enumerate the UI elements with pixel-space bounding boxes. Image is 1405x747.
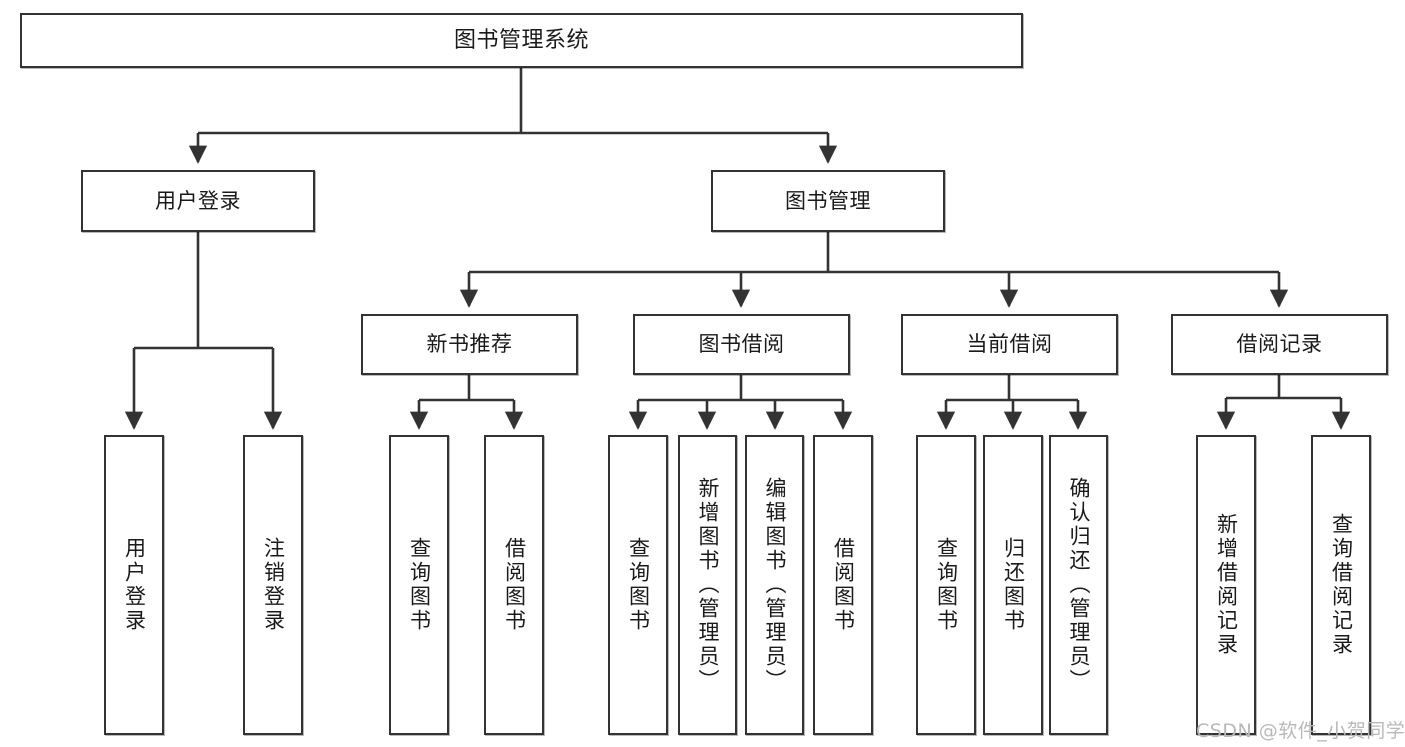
node-current-borrow[interactable]: 当前借阅: [901, 314, 1118, 375]
node-leaf-user-login[interactable]: 用户登录: [104, 435, 164, 735]
node-new-book-recommend[interactable]: 新书推荐: [361, 314, 578, 375]
node-leaf-query-book-1-label: 查询图书: [407, 537, 432, 633]
node-leaf-add-borrow-record[interactable]: 新增借阅记录: [1196, 435, 1256, 735]
node-leaf-borrow-book-1[interactable]: 借阅图书: [484, 435, 544, 735]
node-leaf-return-book-label: 归还图书: [1001, 537, 1026, 633]
node-leaf-query-book-2-label: 查询图书: [626, 537, 651, 633]
node-book-borrow[interactable]: 图书借阅: [633, 314, 850, 375]
node-book-management[interactable]: 图书管理: [711, 170, 945, 232]
node-leaf-query-book-3-label: 查询图书: [934, 537, 959, 633]
node-leaf-query-book-3[interactable]: 查询图书: [916, 435, 976, 735]
node-book-management-label: 图书管理: [785, 188, 871, 213]
node-leaf-borrow-book-2[interactable]: 借阅图书: [813, 435, 873, 735]
node-root[interactable]: 图书管理系统: [20, 13, 1023, 68]
node-root-label: 图书管理系统: [453, 27, 589, 53]
node-leaf-add-book-admin-label: 新增图书（管理员）: [696, 477, 720, 693]
node-leaf-add-book-admin[interactable]: 新增图书（管理员）: [678, 435, 737, 735]
node-new-book-recommend-label: 新书推荐: [426, 332, 513, 357]
node-leaf-edit-book-admin[interactable]: 编辑图书（管理员）: [745, 435, 804, 735]
node-leaf-borrow-book-1-label: 借阅图书: [502, 537, 527, 633]
node-leaf-return-book[interactable]: 归还图书: [983, 435, 1043, 735]
node-leaf-query-book-1[interactable]: 查询图书: [389, 435, 449, 735]
node-leaf-logout-login[interactable]: 注销登录: [243, 435, 303, 735]
node-leaf-confirm-return-admin-label: 确认归还（管理员）: [1067, 477, 1091, 693]
node-leaf-logout-login-label: 注销登录: [261, 537, 286, 633]
node-user-login[interactable]: 用户登录: [81, 170, 315, 232]
node-leaf-add-borrow-record-label: 新增借阅记录: [1214, 513, 1239, 657]
node-leaf-query-borrow-record-label: 查询借阅记录: [1329, 513, 1354, 657]
node-current-borrow-label: 当前借阅: [966, 332, 1053, 357]
node-leaf-query-borrow-record[interactable]: 查询借阅记录: [1311, 435, 1371, 735]
node-leaf-confirm-return-admin[interactable]: 确认归还（管理员）: [1049, 435, 1108, 735]
node-borrow-record-label: 借阅记录: [1236, 332, 1323, 357]
node-user-login-label: 用户登录: [155, 188, 241, 213]
node-borrow-record[interactable]: 借阅记录: [1171, 314, 1388, 375]
node-leaf-user-login-label: 用户登录: [122, 537, 147, 633]
node-leaf-query-book-2[interactable]: 查询图书: [608, 435, 668, 735]
node-leaf-edit-book-admin-label: 编辑图书（管理员）: [763, 477, 787, 693]
node-leaf-borrow-book-2-label: 借阅图书: [831, 537, 856, 633]
node-book-borrow-label: 图书借阅: [698, 332, 785, 357]
